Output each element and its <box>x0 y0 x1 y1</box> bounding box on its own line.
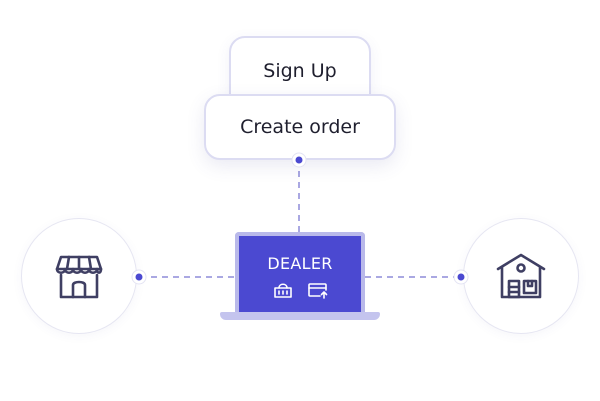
card-upload-icon <box>307 281 328 299</box>
store-node[interactable] <box>21 218 137 334</box>
create-order-card[interactable]: Create order <box>204 94 396 160</box>
dealer-label: DEALER <box>267 254 333 273</box>
warehouse-node[interactable] <box>463 218 579 334</box>
warehouse-icon <box>496 253 546 299</box>
signup-label: Sign Up <box>263 60 337 82</box>
dealer-laptop-base <box>220 312 380 320</box>
storefront-icon <box>55 255 103 299</box>
dealer-laptop-screen[interactable]: DEALER <box>235 232 365 312</box>
basket-icon <box>273 281 293 299</box>
dealer-icons <box>273 281 328 299</box>
create-order-label: Create order <box>240 116 360 138</box>
